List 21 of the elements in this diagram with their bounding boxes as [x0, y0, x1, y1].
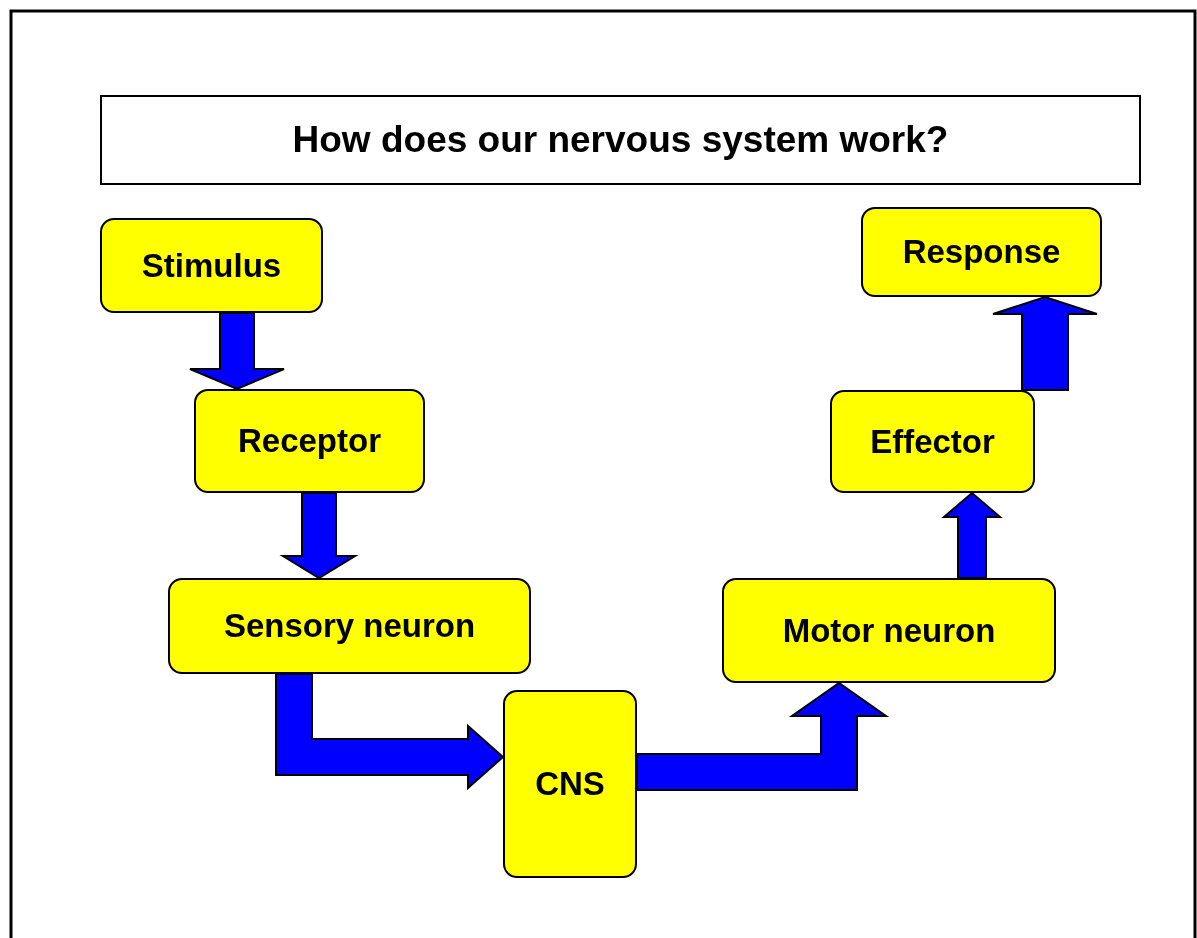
- box-label: Response: [902, 233, 1061, 271]
- process-box: [100, 218, 323, 313]
- process-box: [830, 390, 1035, 493]
- process-box: [861, 207, 1102, 297]
- block-arrow: [275, 673, 505, 791]
- title: How does our nervous system work?: [292, 119, 949, 161]
- box-label: Effector: [870, 422, 995, 461]
- process-box: [194, 389, 425, 493]
- box-label: Motor neuron: [782, 611, 996, 650]
- box-label: Stimulus: [141, 246, 282, 285]
- block-arrow: [189, 312, 285, 391]
- box-label: CNS: [535, 765, 605, 803]
- block-arrow: [279, 492, 359, 580]
- process-box: [168, 578, 531, 674]
- box-label: Sensory neuron: [223, 607, 476, 645]
- box-label: Receptor: [237, 422, 381, 460]
- block-arrow: [992, 295, 1098, 391]
- block-arrow: [941, 491, 1003, 579]
- block-arrow: [636, 681, 890, 791]
- process-box: [503, 690, 637, 878]
- process-box: [722, 578, 1056, 683]
